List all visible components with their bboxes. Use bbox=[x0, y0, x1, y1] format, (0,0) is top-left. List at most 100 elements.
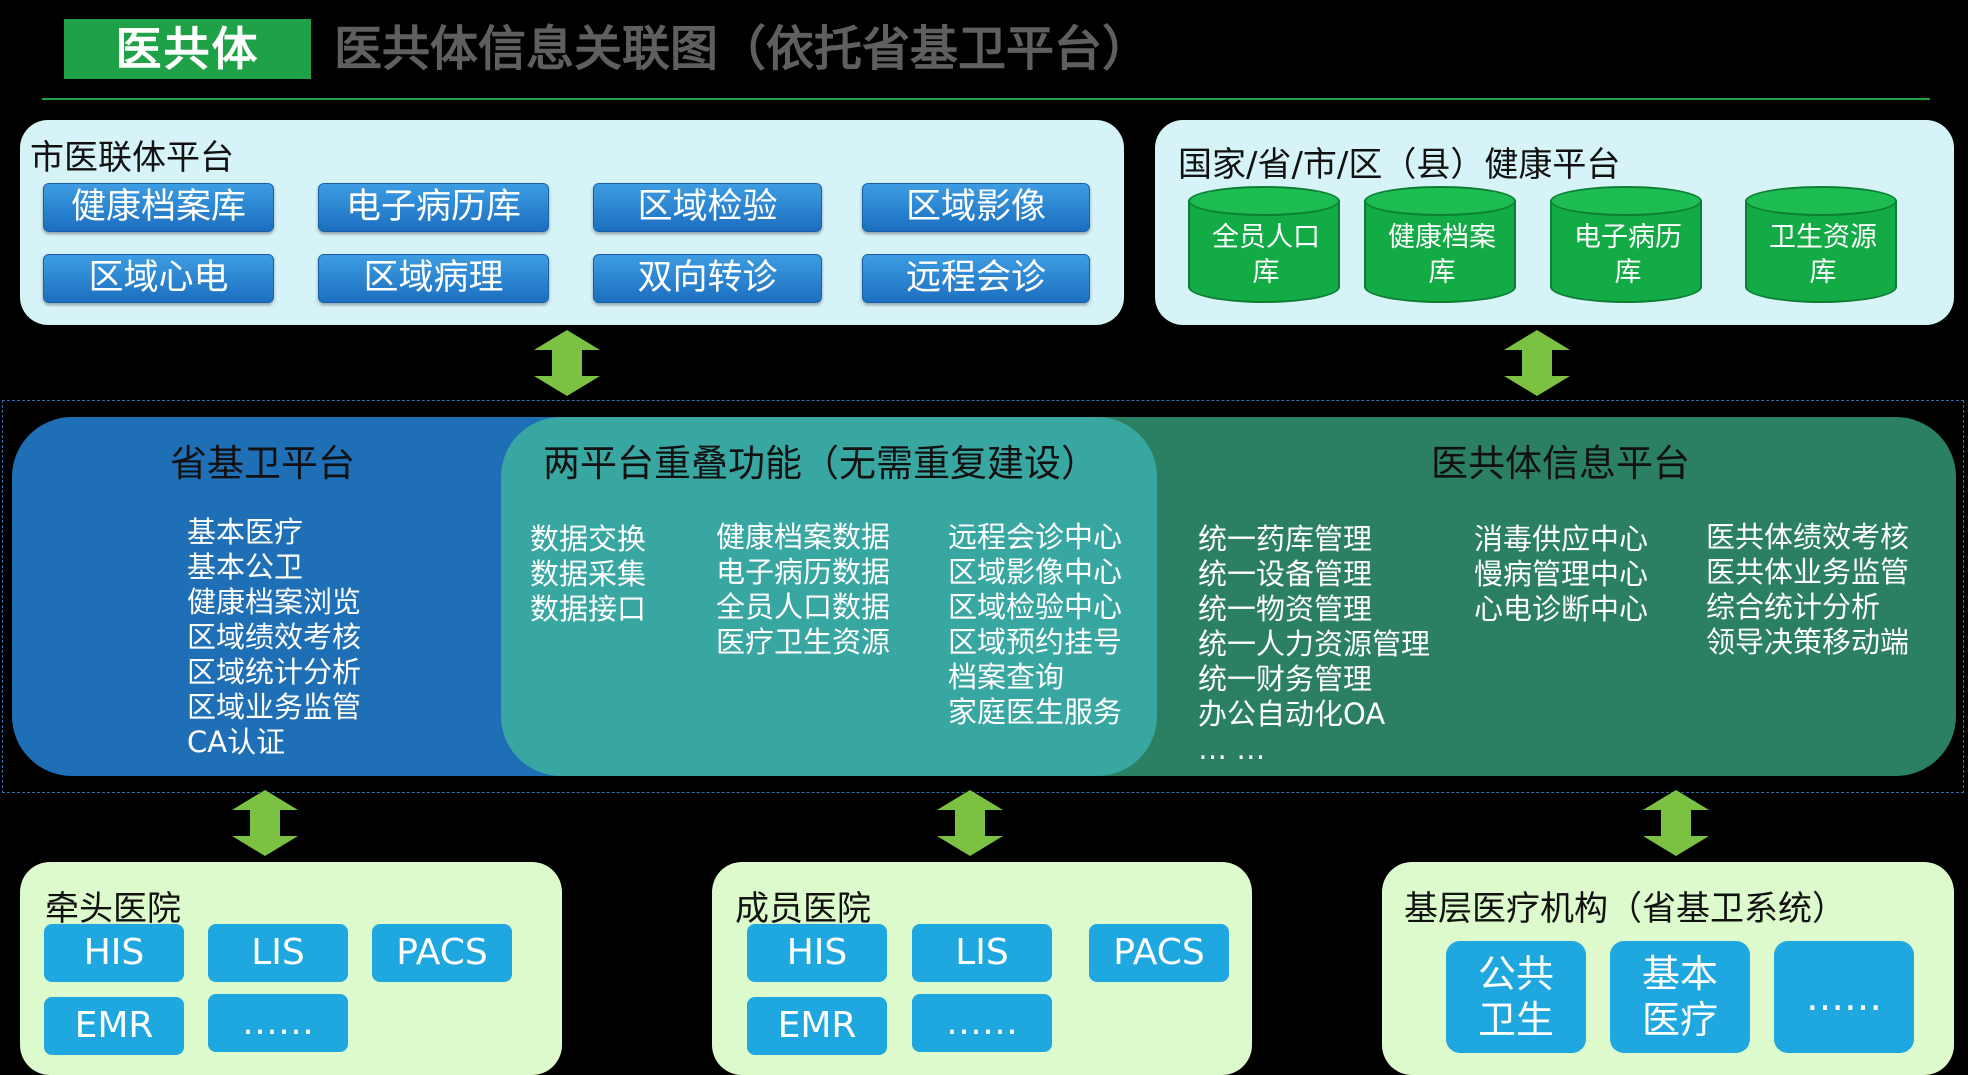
list-item: 统一财务管理 bbox=[1198, 662, 1373, 696]
cylinder-body bbox=[1550, 200, 1702, 303]
system-lis: LIS bbox=[912, 924, 1052, 982]
provincial-platform-list: 基本医疗 基本公卫 健康档案浏览 区域绩效考核 区域统计分析 区域业务监管 CA… bbox=[187, 515, 361, 760]
list-item: 全员人口数据 bbox=[716, 590, 891, 624]
cylinder-top bbox=[1550, 186, 1702, 216]
system-pacs: PACS bbox=[372, 924, 512, 982]
more-button: …… bbox=[1774, 941, 1914, 1053]
database-label-line1: 全员人口 bbox=[1212, 222, 1320, 253]
button-label-line2: 医疗 bbox=[1641, 998, 1718, 1042]
list-item: 区域业务监管 bbox=[187, 690, 362, 724]
cylinder-body bbox=[1188, 200, 1340, 303]
database-label-line1: 卫生资源 bbox=[1769, 222, 1877, 253]
community-platform-band bbox=[1100, 417, 1956, 776]
cylinder-top bbox=[1188, 186, 1340, 216]
button-label-line1: 基本 bbox=[1641, 952, 1718, 996]
member-hospital-title: 成员医院 bbox=[735, 889, 871, 929]
system-emr: EMR bbox=[44, 997, 184, 1055]
cylinder-top bbox=[1745, 186, 1897, 216]
list-item: 统一设备管理 bbox=[1198, 557, 1373, 591]
database-label-line1: 电子病历 bbox=[1574, 222, 1682, 253]
database-health-records: 健康档案 库 bbox=[1364, 186, 1520, 308]
list-item: 数据采集 bbox=[530, 557, 647, 591]
list-item: 区域检验中心 bbox=[948, 590, 1123, 624]
national-platform-title: 国家/省/市/区（县）健康平台 bbox=[1178, 145, 1621, 185]
system-his: HIS bbox=[44, 924, 184, 982]
database-emr: 电子病历 库 bbox=[1550, 186, 1706, 308]
database-health-resources: 卫生资源 库 bbox=[1745, 186, 1901, 308]
list-item: 统一人力资源管理 bbox=[1198, 627, 1431, 661]
city-platform-title: 市医联体平台 bbox=[30, 138, 234, 178]
module-two-way-referral: 双向转诊 bbox=[593, 254, 822, 303]
overlap-list-col1: 数据交换 数据采集 数据接口 bbox=[530, 522, 646, 627]
list-item: 心电诊断中心 bbox=[1474, 592, 1649, 626]
list-item: 档案查询 bbox=[948, 660, 1065, 694]
list-item: 医共体绩效考核 bbox=[1706, 520, 1910, 554]
module-emr-library: 电子病历库 bbox=[318, 183, 549, 232]
list-item: 数据接口 bbox=[530, 592, 647, 626]
basic-medical-button: 基本 医疗 bbox=[1610, 941, 1750, 1053]
database-label-line2: 库 bbox=[1428, 257, 1456, 288]
list-item: 慢病管理中心 bbox=[1474, 557, 1649, 591]
database-population: 全员人口 库 bbox=[1188, 186, 1344, 308]
module-remote-consultation: 远程会诊 bbox=[862, 254, 1090, 303]
module-regional-lab: 区域检验 bbox=[593, 183, 822, 232]
system-more: …… bbox=[912, 994, 1052, 1052]
list-item: 基本公卫 bbox=[187, 550, 304, 584]
double-arrow-icon bbox=[534, 330, 600, 396]
list-item: 远程会诊中心 bbox=[948, 520, 1123, 554]
list-item: 医共体业务监管 bbox=[1706, 555, 1910, 589]
list-item: 数据交换 bbox=[530, 522, 647, 556]
module-health-records: 健康档案库 bbox=[43, 183, 274, 232]
list-item: CA认证 bbox=[187, 725, 286, 759]
list-item: 基本医疗 bbox=[187, 515, 304, 549]
page-title: 医共体信息关联图（依托省基卫平台） bbox=[334, 21, 1151, 77]
system-emr: EMR bbox=[747, 997, 887, 1055]
list-item: 区域影像中心 bbox=[948, 555, 1123, 589]
primary-care-title: 基层医疗机构（省基卫系统） bbox=[1404, 889, 1846, 929]
brand-label: 医共体 bbox=[64, 19, 311, 79]
module-regional-imaging: 区域影像 bbox=[862, 183, 1090, 232]
system-lis: LIS bbox=[208, 924, 348, 982]
cylinder-body bbox=[1745, 200, 1897, 303]
list-item: 统一物资管理 bbox=[1198, 592, 1373, 626]
community-platform-list-col2: 消毒供应中心 慢病管理中心 心电诊断中心 bbox=[1474, 522, 1648, 627]
lead-hospital-title: 牵头医院 bbox=[45, 889, 181, 929]
overlap-band bbox=[501, 417, 1157, 776]
list-item: 电子病历数据 bbox=[716, 555, 891, 589]
list-item: 区域绩效考核 bbox=[187, 620, 362, 654]
double-arrow-icon bbox=[1643, 790, 1709, 856]
database-label-line1: 健康档案 bbox=[1388, 222, 1496, 253]
button-label-line1: …… bbox=[1806, 975, 1882, 1019]
public-health-button: 公共 卫生 bbox=[1446, 941, 1586, 1053]
list-item: 区域预约挂号 bbox=[948, 625, 1123, 659]
system-his: HIS bbox=[747, 924, 887, 982]
module-regional-ecg: 区域心电 bbox=[43, 254, 274, 303]
provincial-platform-title: 省基卫平台 bbox=[170, 442, 355, 485]
cylinder-top bbox=[1364, 186, 1516, 216]
button-label-line2: 卫生 bbox=[1477, 998, 1554, 1042]
system-more: …… bbox=[208, 994, 348, 1052]
double-arrow-icon bbox=[937, 790, 1003, 856]
list-item: 统一药库管理 bbox=[1198, 522, 1373, 556]
overlap-list-col2: 健康档案数据 电子病历数据 全员人口数据 医疗卫生资源 bbox=[716, 520, 890, 660]
list-item: 健康档案浏览 bbox=[187, 585, 362, 619]
community-platform-list-col3: 医共体绩效考核 医共体业务监管 综合统计分析 领导决策移动端 bbox=[1706, 520, 1909, 660]
overlap-title: 两平台重叠功能（无需重复建设） bbox=[543, 442, 1098, 485]
database-label-line2: 库 bbox=[1614, 257, 1642, 288]
header-divider bbox=[42, 98, 1930, 100]
list-item: 办公自动化OA bbox=[1198, 697, 1386, 731]
list-item: 健康档案数据 bbox=[716, 520, 891, 554]
list-item: 消毒供应中心 bbox=[1474, 522, 1649, 556]
list-item: 家庭医生服务 bbox=[948, 695, 1123, 729]
community-platform-title: 医共体信息平台 bbox=[1431, 442, 1690, 485]
list-item: 医疗卫生资源 bbox=[716, 625, 891, 659]
list-item: 领导决策移动端 bbox=[1706, 625, 1910, 659]
list-item: 综合统计分析 bbox=[1706, 590, 1881, 624]
overlap-list-col3: 远程会诊中心 区域影像中心 区域检验中心 区域预约挂号 档案查询 家庭医生服务 bbox=[948, 520, 1122, 730]
double-arrow-icon bbox=[1504, 330, 1570, 396]
database-label-line2: 库 bbox=[1809, 257, 1837, 288]
list-item: 区域统计分析 bbox=[187, 655, 362, 689]
middle-band-frame bbox=[2, 400, 1964, 793]
database-label-line2: 库 bbox=[1252, 257, 1280, 288]
system-pacs: PACS bbox=[1089, 924, 1229, 982]
